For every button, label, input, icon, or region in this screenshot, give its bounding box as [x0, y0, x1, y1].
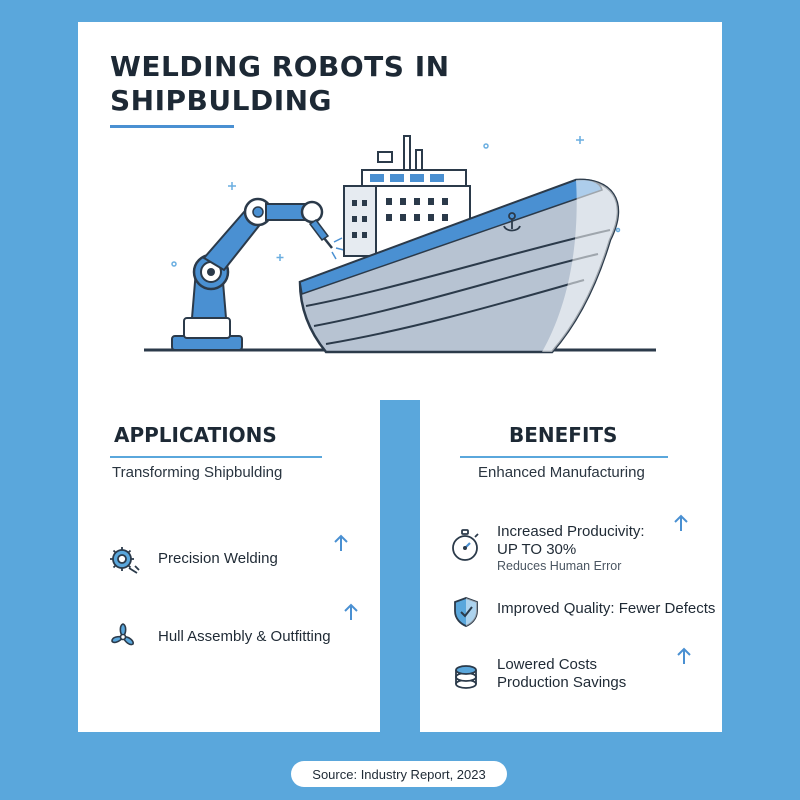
- benefits-divider: [460, 456, 668, 458]
- application-item-precision-welding: Precision Welding: [158, 550, 278, 567]
- coin-stack-icon: [455, 665, 477, 689]
- applications-heading: APPLICATIONS: [114, 423, 277, 447]
- applications-divider: [110, 456, 322, 458]
- title-line-2: SHIPBULDING: [110, 84, 333, 117]
- benefit-quality: Improved Quality: Fewer Defects: [497, 600, 716, 617]
- sparkle-icon: [171, 136, 621, 267]
- page-title: WELDING ROBOTS IN SHIPBULDING: [110, 50, 450, 118]
- propeller-icon: [111, 623, 134, 646]
- benefit-costs-title: Lowered Costs: [497, 656, 598, 673]
- arrow-up-icon: [344, 603, 358, 620]
- shield-check-icon: [454, 597, 478, 627]
- benefit-productivity-note: Reduces Human Error: [497, 559, 622, 573]
- arrow-up-icon: [677, 647, 691, 664]
- title-underline: [110, 125, 234, 128]
- application-item-hull-assembly: Hull Assembly & Outfitting: [158, 628, 331, 645]
- gear-wrench-icon: [110, 547, 140, 574]
- benefit-productivity-title: Increased Producivity:: [497, 523, 645, 540]
- benefits-subheading: Enhanced Manufacturing: [478, 464, 645, 481]
- ship-icon: [298, 135, 620, 354]
- benefit-productivity-value: UP TO 30%: [497, 541, 577, 558]
- arrow-up-icon: [674, 514, 688, 531]
- source-label: Source: Industry Report, 2023: [291, 761, 507, 787]
- applications-subheading: Transforming Shipbulding: [112, 464, 283, 481]
- benefit-costs-subtitle: Production Savings: [497, 674, 627, 691]
- robot-arm-icon: [171, 197, 345, 351]
- ship-robot-illustration: [144, 135, 656, 354]
- anchor-icon: [503, 212, 521, 232]
- arrow-up-icon: [334, 534, 348, 551]
- stopwatch-icon: [452, 529, 479, 561]
- title-line-1: WELDING ROBOTS IN: [110, 50, 450, 83]
- benefits-heading: BENEFITS: [509, 423, 618, 447]
